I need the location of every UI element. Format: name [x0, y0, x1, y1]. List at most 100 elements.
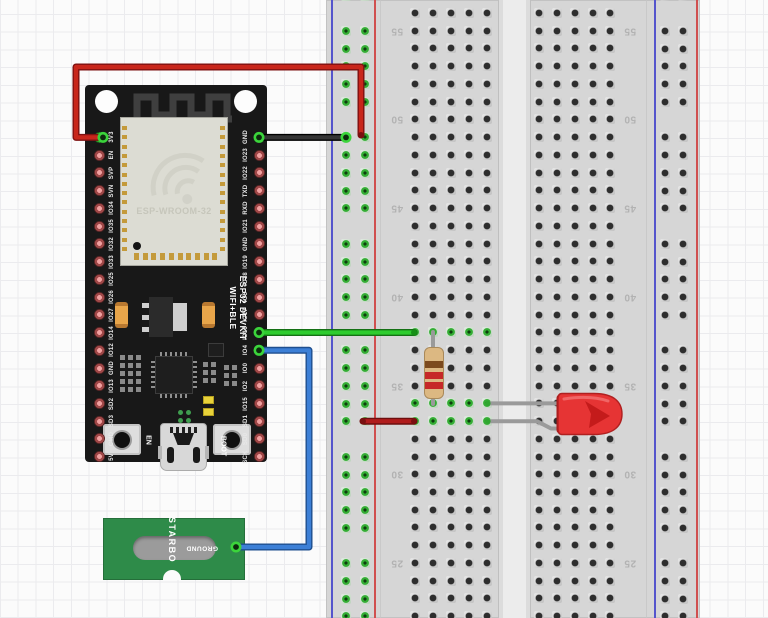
breadboard-hole[interactable]: [410, 362, 420, 373]
breadboard-hole[interactable]: [534, 61, 544, 72]
breadboard-hole[interactable]: [588, 43, 598, 54]
breadboard-hole[interactable]: [660, 167, 670, 178]
breadboard-hole[interactable]: [428, 203, 438, 214]
breadboard-hole[interactable]: [360, 26, 370, 36]
breadboard-hole[interactable]: [464, 522, 474, 533]
breadboard-hole[interactable]: [464, 398, 474, 409]
breadboard-hole[interactable]: [588, 132, 598, 143]
breadboard-hole[interactable]: [446, 575, 456, 586]
breadboard-hole[interactable]: [464, 486, 474, 497]
breadboard-hole[interactable]: [464, 380, 474, 391]
breadboard-hole[interactable]: [446, 256, 456, 267]
breadboard-hole[interactable]: [482, 167, 492, 178]
breadboard-hole[interactable]: [360, 345, 370, 356]
breadboard-hole[interactable]: [446, 185, 456, 196]
breadboard-hole[interactable]: [534, 256, 544, 267]
breadboard-hole[interactable]: [660, 487, 670, 498]
breadboard-hole[interactable]: [341, 0, 351, 1]
pin-hole-cmd[interactable]: [93, 433, 105, 445]
breadboard-hole[interactable]: [410, 25, 420, 36]
breadboard-hole[interactable]: [605, 540, 615, 551]
breadboard-hole[interactable]: [570, 185, 580, 196]
breadboard-hole[interactable]: [552, 522, 562, 533]
breadboard-hole[interactable]: [341, 398, 351, 409]
breadboard-hole[interactable]: [410, 149, 420, 160]
breadboard-hole[interactable]: [660, 132, 670, 143]
breadboard-hole[interactable]: [446, 398, 456, 409]
breadboard-hole[interactable]: [570, 309, 580, 320]
breadboard-hole[interactable]: [410, 522, 420, 533]
breadboard-hole[interactable]: [678, 292, 688, 303]
breadboard-hole[interactable]: [341, 309, 351, 320]
breadboard-hole[interactable]: [482, 132, 492, 143]
breadboard-hole[interactable]: [588, 114, 598, 125]
breadboard-hole[interactable]: [605, 451, 615, 462]
pin-hole-io4[interactable]: [253, 344, 265, 356]
breadboard-hole[interactable]: [341, 469, 351, 480]
breadboard-hole[interactable]: [446, 8, 456, 18]
breadboard-hole[interactable]: [660, 150, 670, 161]
pin-hole-5v[interactable]: [93, 451, 105, 463]
breadboard-hole[interactable]: [552, 433, 562, 444]
breadboard-hole[interactable]: [446, 433, 456, 444]
breadboard-hole[interactable]: [552, 256, 562, 267]
breadboard-hole[interactable]: [428, 274, 438, 285]
breadboard-hole[interactable]: [588, 362, 598, 373]
breadboard-hole[interactable]: [534, 43, 544, 54]
breadboard-hole[interactable]: [534, 486, 544, 497]
pin-hole-sd1[interactable]: [253, 415, 265, 427]
breadboard-hole[interactable]: [360, 79, 370, 90]
breadboard-hole[interactable]: [341, 256, 351, 267]
breadboard-hole[interactable]: [660, 292, 670, 303]
breadboard-hole[interactable]: [534, 8, 544, 18]
breadboard-hole[interactable]: [570, 557, 580, 568]
pin-hole-sd0[interactable]: [253, 433, 265, 445]
pin-hole-io35[interactable]: [93, 220, 105, 232]
breadboard-hole[interactable]: [552, 611, 562, 618]
breadboard-hole[interactable]: [534, 540, 544, 551]
breadboard-hole[interactable]: [482, 256, 492, 267]
breadboard-hole[interactable]: [341, 96, 351, 107]
breadboard-hole[interactable]: [605, 78, 615, 89]
breadboard-hole[interactable]: [464, 433, 474, 444]
breadboard-hole[interactable]: [482, 43, 492, 54]
pin-hole-io33[interactable]: [93, 256, 105, 268]
breadboard-hole[interactable]: [588, 345, 598, 356]
breadboard-hole[interactable]: [678, 363, 688, 374]
breadboard-hole[interactable]: [446, 149, 456, 160]
breadboard-hole[interactable]: [410, 398, 420, 409]
breadboard-hole[interactable]: [446, 220, 456, 231]
breadboard-hole[interactable]: [588, 25, 598, 36]
breadboard-hole[interactable]: [660, 238, 670, 249]
breadboard-hole[interactable]: [552, 185, 562, 196]
breadboard-hole[interactable]: [605, 256, 615, 267]
pin-hole-io25[interactable]: [93, 273, 105, 285]
breadboard-hole[interactable]: [570, 345, 580, 356]
breadboard-hole[interactable]: [410, 167, 420, 178]
breadboard-hole[interactable]: [428, 96, 438, 107]
breadboard-hole[interactable]: [446, 291, 456, 302]
breadboard-hole[interactable]: [552, 416, 562, 427]
breadboard-hole[interactable]: [410, 486, 420, 497]
breadboard-hole[interactable]: [570, 61, 580, 72]
breadboard-hole[interactable]: [570, 238, 580, 249]
pin-hole-io16[interactable]: [253, 327, 265, 339]
breadboard-hole[interactable]: [341, 345, 351, 356]
breadboard-hole[interactable]: [570, 291, 580, 302]
breadboard-hole[interactable]: [464, 291, 474, 302]
breadboard-hole[interactable]: [428, 557, 438, 568]
breadboard-hole[interactable]: [360, 558, 370, 569]
breadboard-hole[interactable]: [341, 167, 351, 178]
breadboard-hole[interactable]: [552, 78, 562, 89]
breadboard-hole[interactable]: [482, 486, 492, 497]
breadboard-hole[interactable]: [534, 398, 544, 409]
breadboard-hole[interactable]: [464, 345, 474, 356]
breadboard-hole[interactable]: [482, 185, 492, 196]
breadboard-hole[interactable]: [588, 8, 598, 18]
breadboard-hole[interactable]: [410, 469, 420, 480]
breadboard-hole[interactable]: [534, 611, 544, 618]
breadboard-hole[interactable]: [660, 416, 670, 427]
breadboard-hole[interactable]: [588, 433, 598, 444]
breadboard-hole[interactable]: [464, 185, 474, 196]
breadboard-hole[interactable]: [588, 557, 598, 568]
